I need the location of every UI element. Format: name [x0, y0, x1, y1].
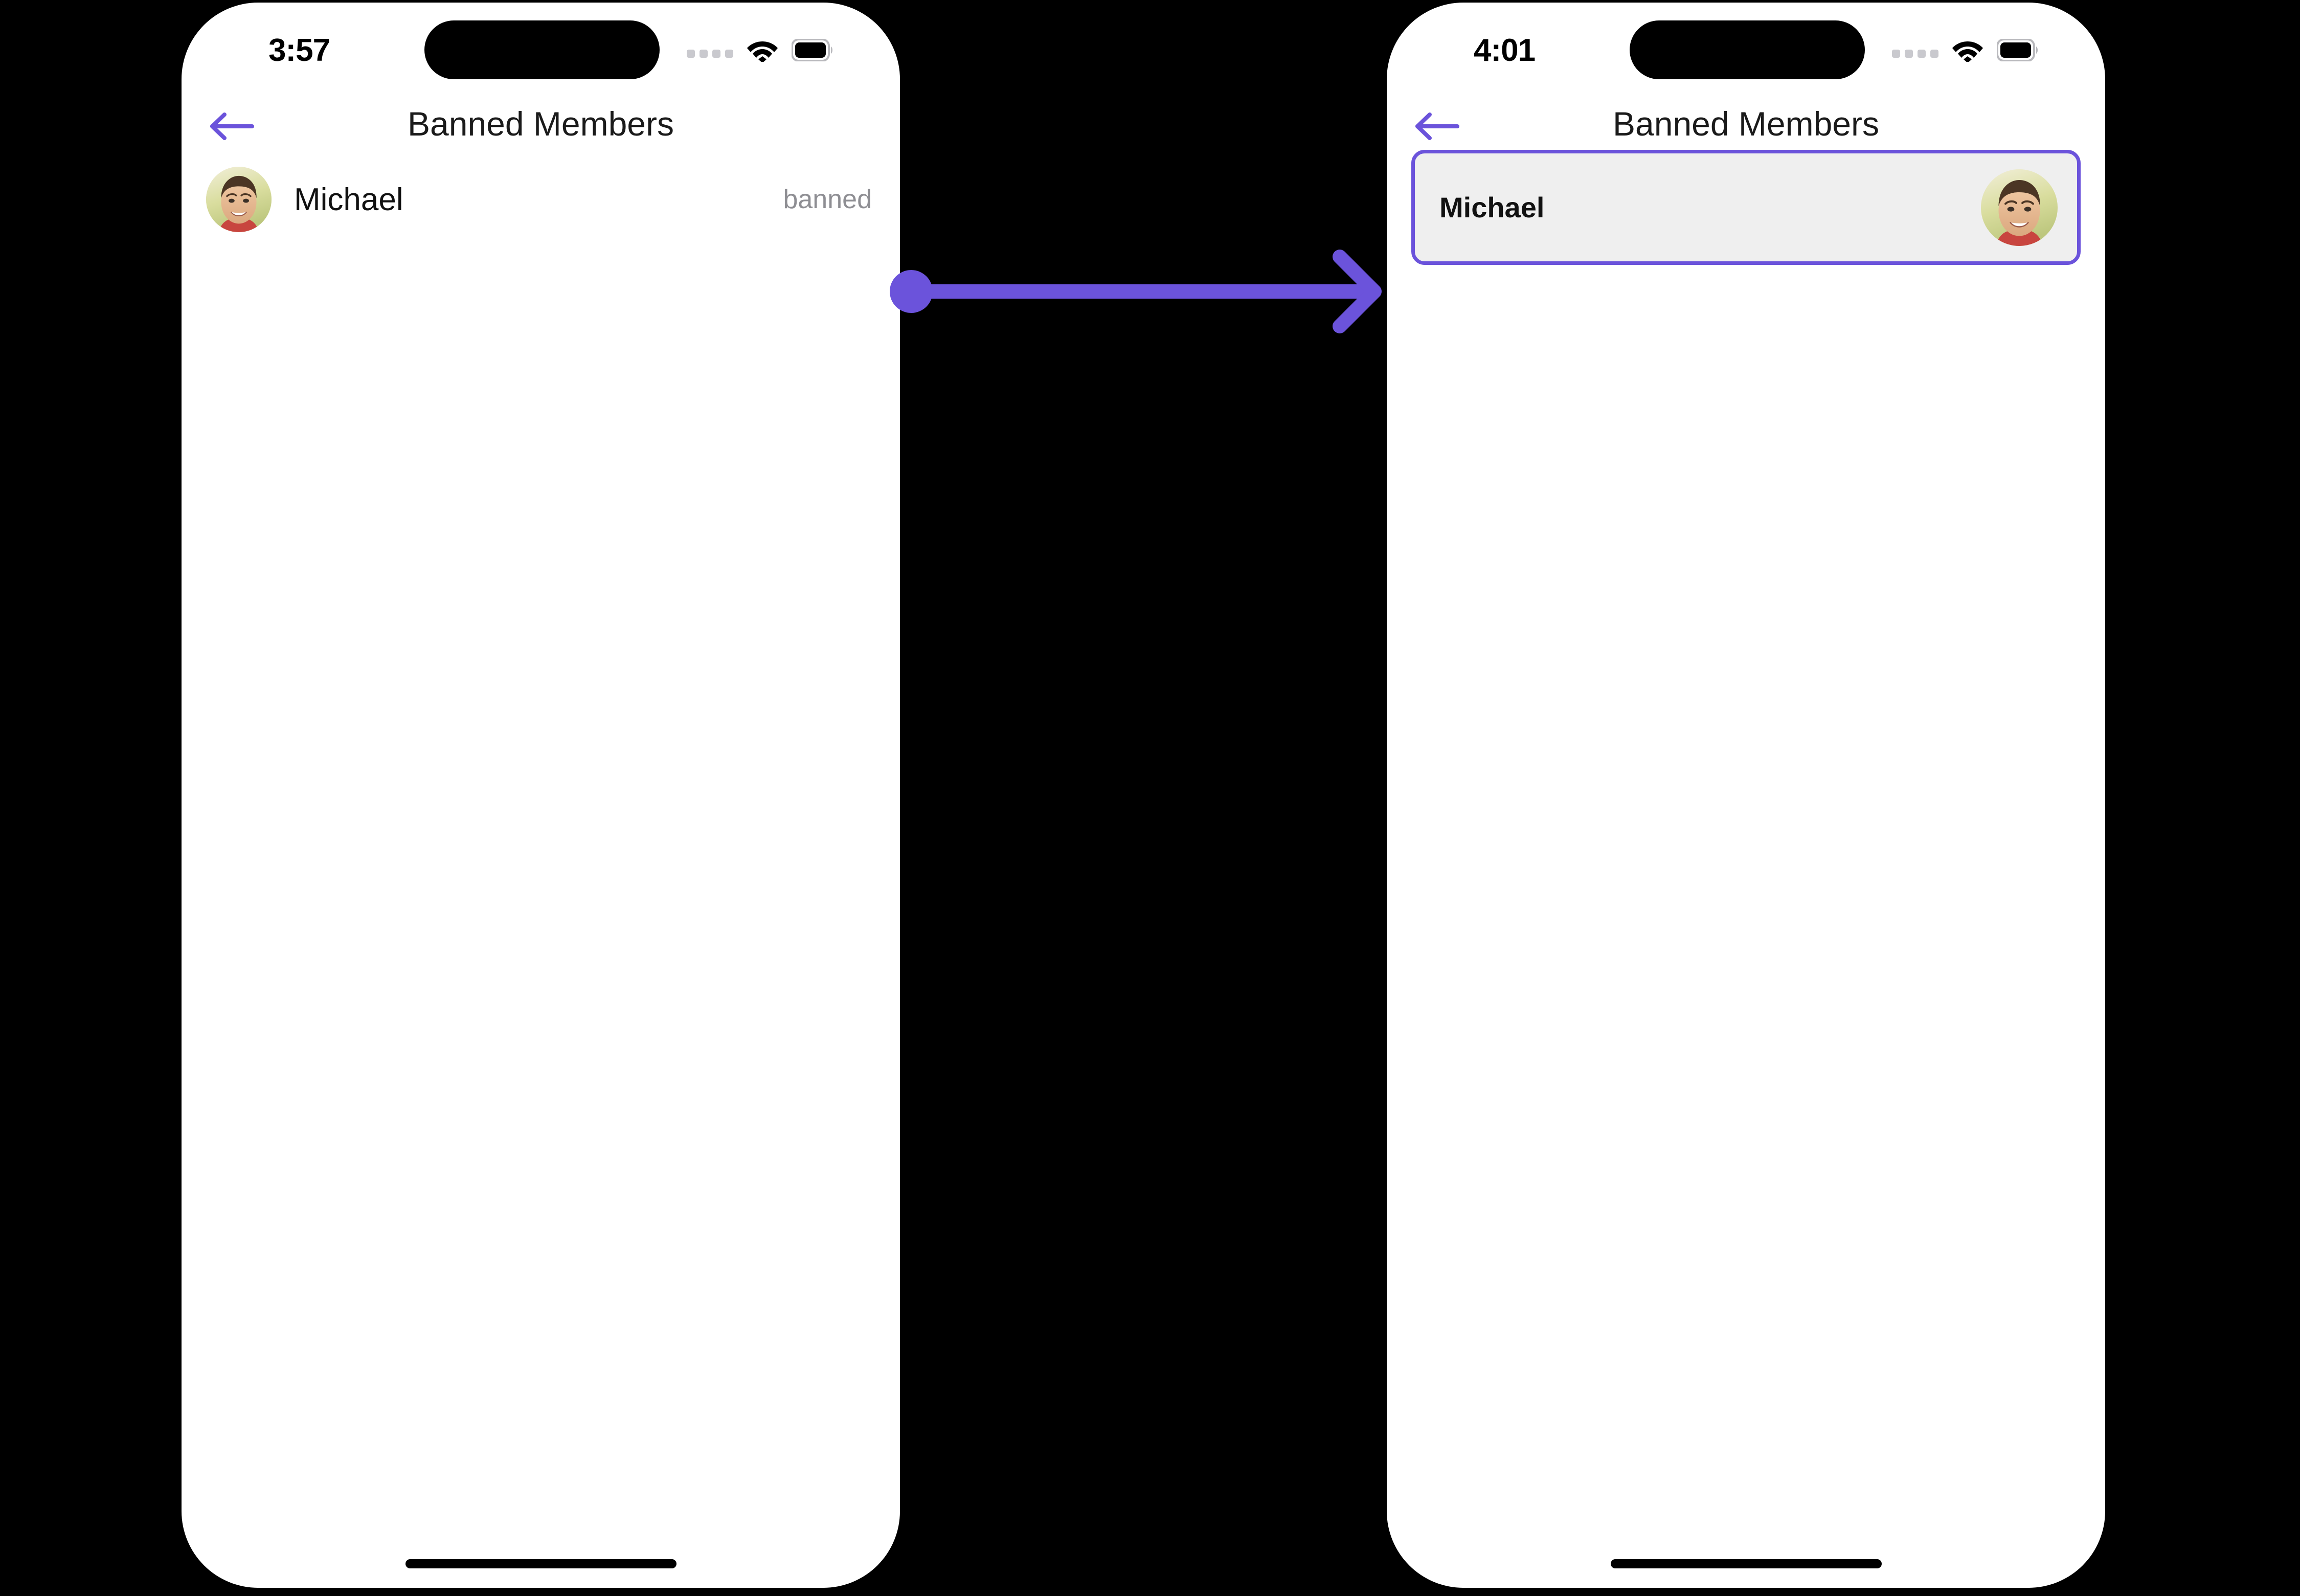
signal-dots-icon [687, 50, 733, 58]
wifi-icon [1952, 41, 1983, 62]
phone-screen-before: 3:57 Banned Members [182, 3, 900, 1588]
user-avatar-photo [1981, 169, 2058, 246]
dynamic-island [424, 20, 660, 79]
status-bar: 3:57 [182, 3, 900, 92]
arrow-left-icon[interactable] [1412, 108, 1469, 144]
phone-screen-after: 4:01 Banned Members Michael [1387, 3, 2105, 1588]
wifi-icon [747, 41, 778, 62]
member-name: Michael [1439, 191, 1545, 223]
navigation-bar: Banned Members [1387, 92, 2105, 156]
navigation-bar: Banned Members [182, 92, 900, 156]
status-time: 4:01 [1474, 33, 1536, 68]
status-indicators [687, 38, 833, 62]
arrow-left-icon[interactable] [207, 108, 263, 144]
list-item[interactable]: Michael banned [182, 161, 900, 238]
page-title: Banned Members [408, 105, 674, 143]
battery-full-icon [1997, 39, 2038, 61]
signal-dots-icon [1892, 50, 1938, 58]
home-indicator [405, 1559, 677, 1568]
status-time: 3:57 [268, 33, 330, 68]
transition-arrow [890, 250, 1382, 333]
banned-members-list: Michael [1387, 150, 2105, 265]
banned-members-list: Michael banned [182, 161, 900, 238]
member-name: Michael [294, 182, 403, 217]
status-indicators [1892, 38, 2039, 62]
user-avatar-photo [206, 167, 272, 232]
arrowhead-icon [1333, 250, 1382, 333]
home-indicator [1610, 1559, 1882, 1568]
status-bar: 4:01 [1387, 3, 2105, 92]
page-title: Banned Members [1613, 105, 1879, 143]
list-item-selected[interactable]: Michael [1411, 150, 2081, 265]
status-badge: banned [783, 185, 872, 214]
dynamic-island [1630, 20, 1865, 79]
battery-full-icon [792, 39, 832, 61]
